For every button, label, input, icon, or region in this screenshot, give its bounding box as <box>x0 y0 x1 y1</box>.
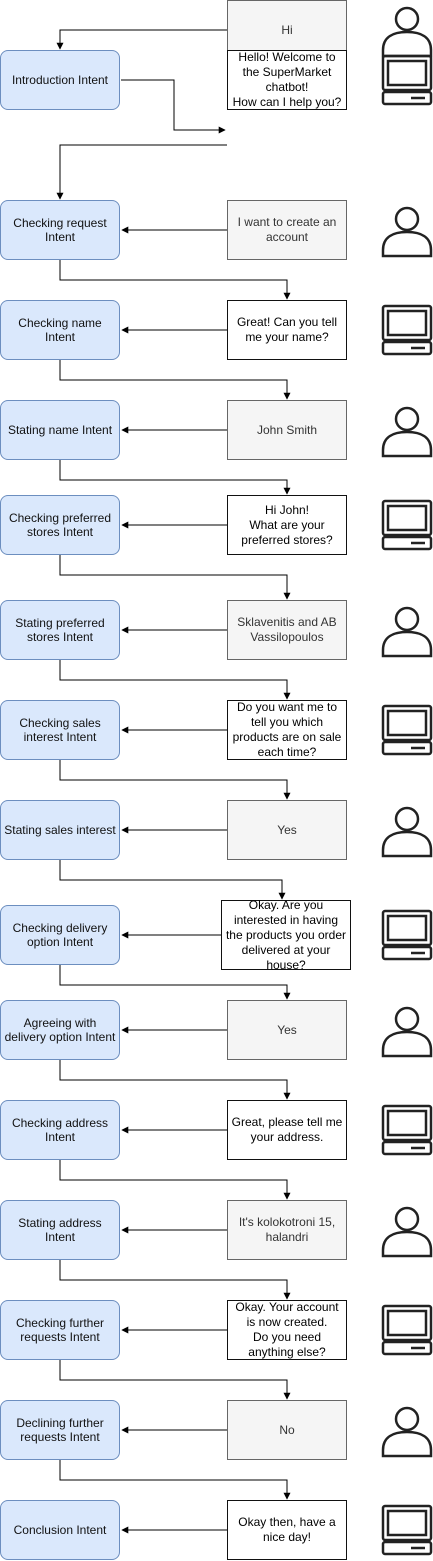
connector-4 <box>59 360 291 400</box>
computer-icon <box>381 704 433 756</box>
computer-icon <box>381 1304 433 1356</box>
bot-message-3: Great! Can you tell me your name? <box>227 300 347 360</box>
intent-checking-address-intent: Checking address Intent <box>0 1100 120 1160</box>
user-icon <box>381 206 433 258</box>
intent-checking-sales-interest-intent: Checking sales interest Intent <box>0 700 120 760</box>
connector-9 <box>59 860 286 900</box>
user-icon <box>381 806 433 858</box>
intent-agreeing-with-delivery-option-intent: Agreeing with delivery option Intent <box>0 1000 120 1060</box>
intent-stating-name-intent: Stating name Intent <box>0 400 120 460</box>
user-message-8: Yes <box>227 800 347 860</box>
connector-14 <box>59 1360 291 1400</box>
intent-checking-preferred-stores-intent: Checking preferred stores Intent <box>0 495 120 555</box>
intent-checking-name-intent: Checking name Intent <box>0 300 120 360</box>
bot-message-13: Okay. Your account is now created. Do yo… <box>227 1300 347 1360</box>
connector-1 <box>121 79 226 134</box>
user-icon <box>381 606 433 658</box>
connector-3 <box>59 260 291 300</box>
user-message-10: Yes <box>227 1000 347 1060</box>
bot-message-5: Hi John! What are your preferred stores? <box>227 495 347 555</box>
connector-10 <box>59 965 291 1000</box>
computer-icon <box>381 499 433 551</box>
computer-icon <box>381 54 433 106</box>
user-icon <box>381 406 433 458</box>
intent-stating-preferred-stores-intent: Stating preferred stores Intent <box>0 600 120 660</box>
connector-6 <box>59 555 291 600</box>
connector-11 <box>59 1060 291 1100</box>
computer-icon <box>381 304 433 356</box>
bot-message-15: Okay then, have a nice day! <box>227 1500 347 1560</box>
user-icon <box>381 1206 433 1258</box>
computer-icon <box>381 1104 433 1156</box>
user-icon <box>381 1006 433 1058</box>
user-message-2: I want to create an account <box>227 200 347 260</box>
connector-5 <box>59 460 291 495</box>
connector-8 <box>59 760 291 800</box>
intent-stating-address-intent: Stating address Intent <box>0 1200 120 1260</box>
intent-introduction-intent: Introduction Intent <box>0 50 120 110</box>
connector-13 <box>59 1260 291 1300</box>
bot-message-7: Do you want me to tell you which product… <box>227 700 347 760</box>
user-message-12: It's kolokotroni 15, halandri <box>227 1200 347 1260</box>
bot-message-11: Great, please tell me your address. <box>227 1100 347 1160</box>
connector-7 <box>59 660 291 700</box>
user-icon <box>381 1406 433 1458</box>
intent-conclusion-intent: Conclusion Intent <box>0 1500 120 1560</box>
intent-checking-delivery-option-intent: Checking delivery option Intent <box>0 905 120 965</box>
intent-stating-sales-interest: Stating sales interest <box>0 800 120 860</box>
computer-icon <box>381 1504 433 1556</box>
connector-12 <box>59 1160 291 1200</box>
intent-checking-request-intent: Checking request Intent <box>0 200 120 260</box>
connector-15 <box>59 1460 291 1500</box>
computer-icon <box>381 909 433 961</box>
user-icon <box>381 6 433 58</box>
intent-checking-further-requests-intent: Checking further requests Intent <box>0 1300 120 1360</box>
user-message-14: No <box>227 1400 347 1460</box>
user-message-6: Sklavenitis and AB Vassilopoulos <box>227 600 347 660</box>
user-message-4: John Smith <box>227 400 347 460</box>
connector-0 <box>56 29 227 50</box>
bot-message-9: Okay. Are you interested in having the p… <box>221 898 351 972</box>
intent-declining-further-requests-intent: Declining further requests Intent <box>0 1400 120 1460</box>
connector-2 <box>56 144 227 200</box>
bot-message-1: Hello! Welcome to the SuperMarket chatbo… <box>227 50 347 110</box>
